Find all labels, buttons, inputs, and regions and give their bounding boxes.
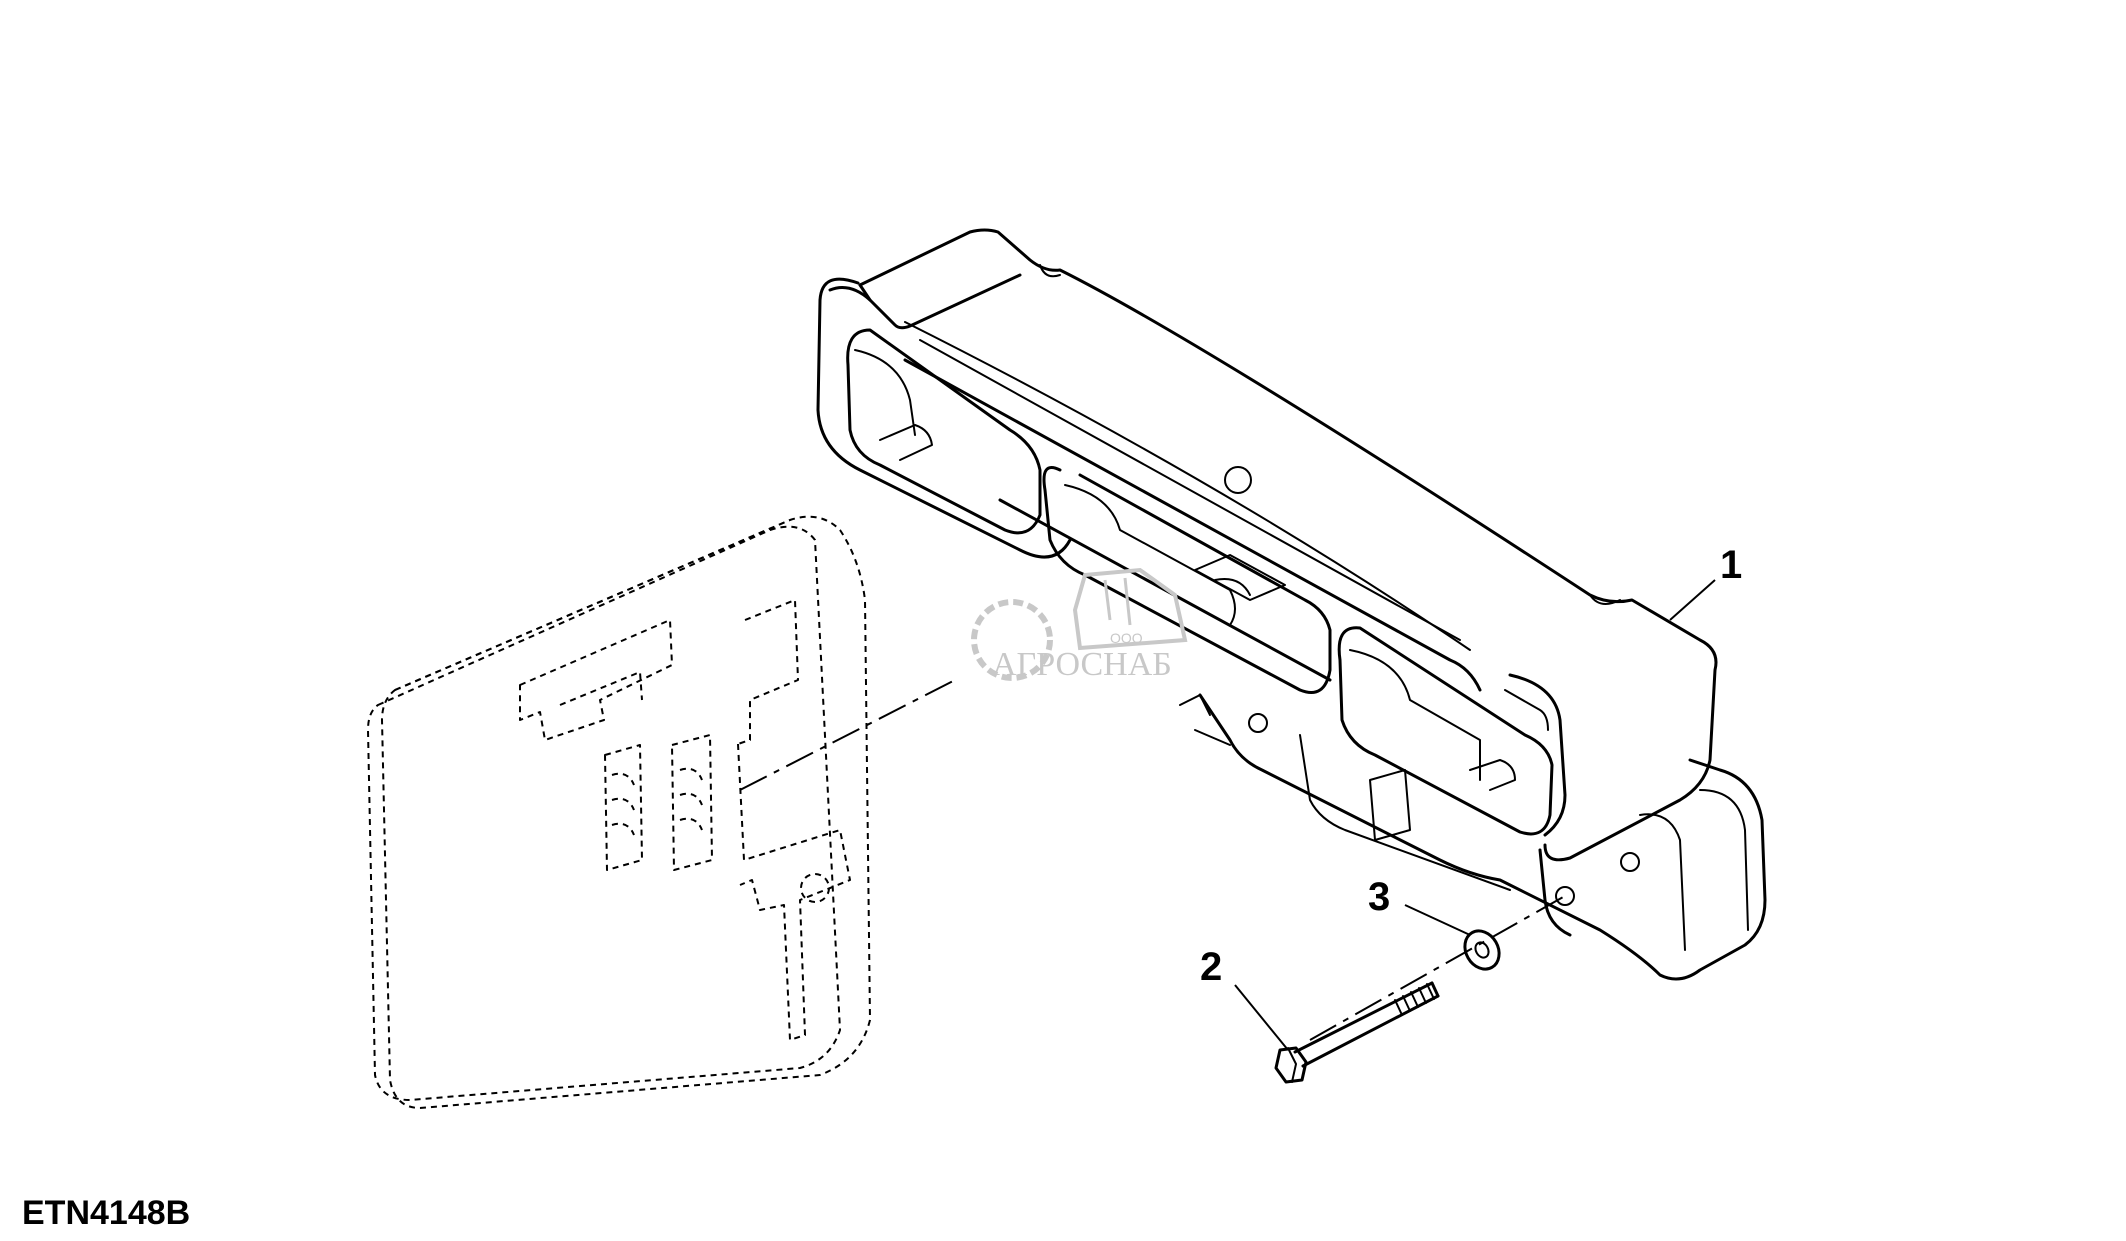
callout-2: 2 [1200,945,1222,989]
figure-code: ETN4148B [22,1194,190,1232]
phantom-weight [367,515,956,1109]
watermark-logo: ООО АГРОСНАБ [971,567,1188,683]
weight-bracket [816,228,1767,981]
fastener-axis [1309,895,1566,1041]
washer [1463,929,1501,971]
callout-3: 3 [1368,875,1390,919]
watermark-name: АГРОСНАБ [992,646,1172,683]
leader-3 [1404,904,1471,936]
callout-1: 1 [1720,543,1742,587]
leader-1 [1669,579,1716,621]
leader-2 [1234,984,1289,1051]
watermark-prefix: ООО [1110,630,1143,646]
bolt [1274,981,1440,1084]
